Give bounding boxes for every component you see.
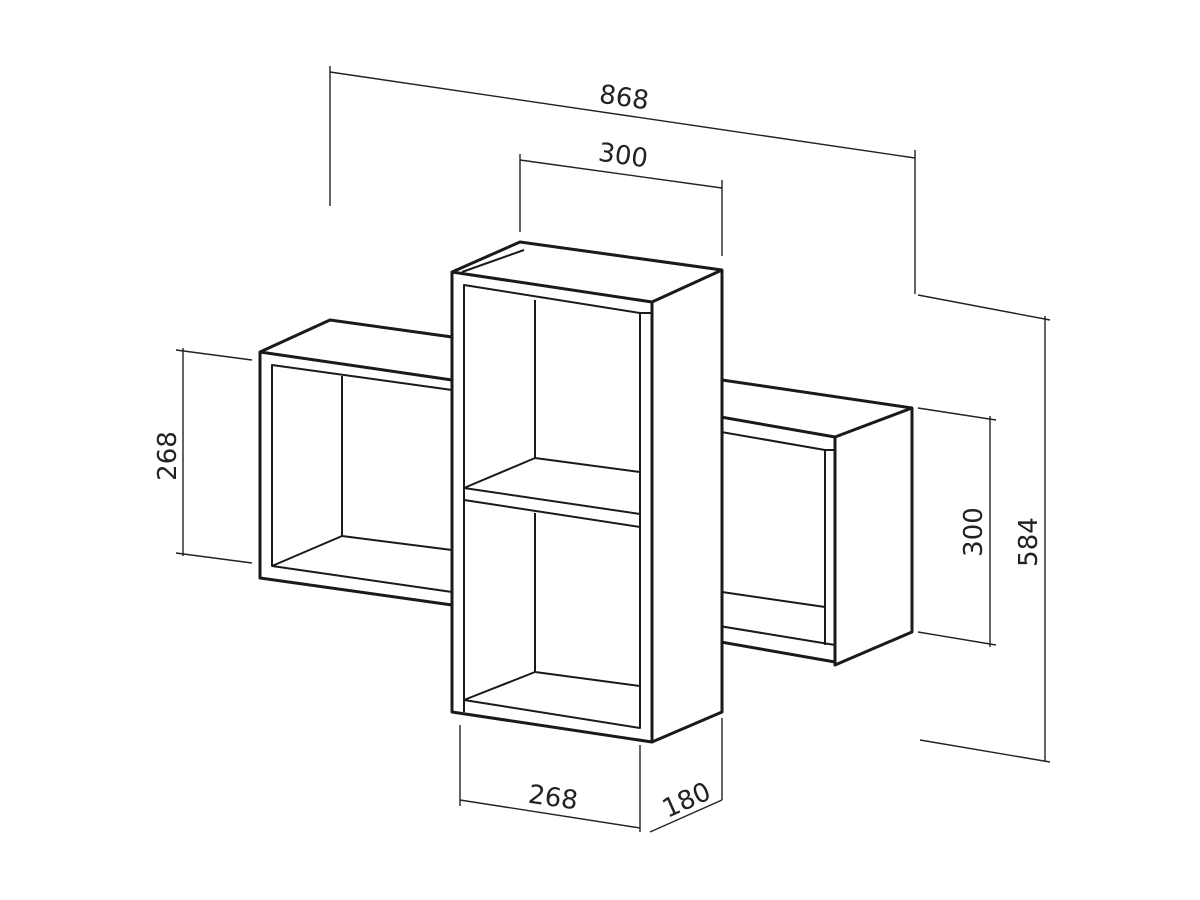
left-box xyxy=(258,318,453,607)
dimension-lines xyxy=(175,66,1051,833)
dim-center-width: 300 xyxy=(596,138,649,175)
dim-bottom-width: 268 xyxy=(526,780,579,817)
dim-right-height: 300 xyxy=(959,507,989,557)
center-unit xyxy=(450,240,724,744)
dim-depth: 180 xyxy=(658,777,716,825)
dim-overall-height: 584 xyxy=(1014,517,1044,567)
dim-overall-width: 868 xyxy=(597,80,650,117)
dim-left-height: 268 xyxy=(153,431,183,481)
